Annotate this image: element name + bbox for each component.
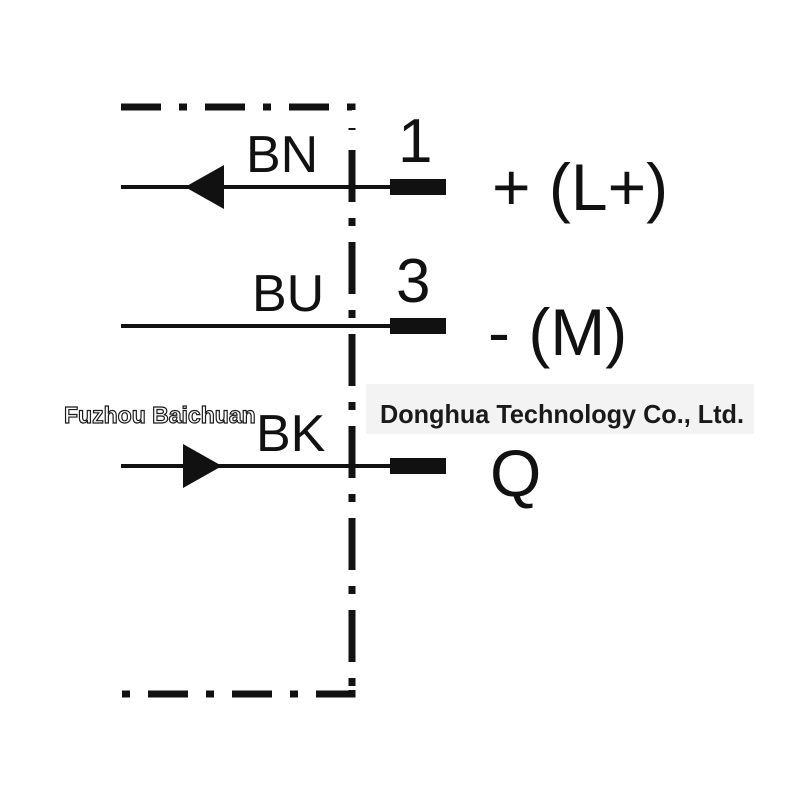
wire-bn-label: BN (246, 126, 318, 184)
arrow-right-icon (183, 444, 222, 488)
wire-bu: BU 3 - (M) (121, 247, 627, 369)
pin-3-terminal (390, 318, 446, 334)
enclosure-bottom-edge (121, 690, 356, 698)
wire-bk-label: BK (256, 405, 326, 463)
output-terminal (390, 458, 446, 474)
watermark-right-text: Donghua Technology Co., Ltd. (380, 399, 744, 429)
watermark: Fuzhou Baichuan Donghua Technology Co., … (63, 384, 754, 434)
enclosure-boundary (121, 103, 356, 698)
signal-q: Q (490, 436, 541, 510)
arrow-left-icon (185, 165, 224, 209)
enclosure-top-edge (121, 103, 356, 130)
pin-3-number: 3 (396, 247, 430, 316)
pin-1-terminal (390, 179, 446, 195)
wire-bn: BN 1 + (L+) (121, 107, 668, 224)
watermark-background (366, 384, 754, 434)
watermark-left-text: Fuzhou Baichuan (64, 402, 256, 428)
signal-m: - (M) (488, 295, 627, 369)
wire-bk: BK Q (121, 405, 541, 510)
wire-bu-label: BU (252, 265, 324, 323)
signal-l-plus: + (L+) (492, 150, 668, 224)
pin-1-number: 1 (398, 107, 432, 176)
